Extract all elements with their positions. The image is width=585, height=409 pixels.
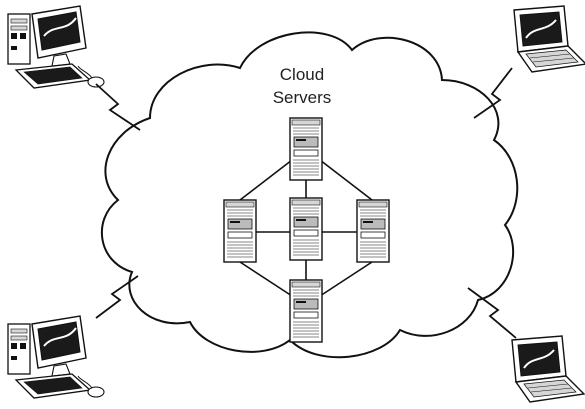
laptop-pc-top-right <box>513 5 585 73</box>
cloud-shape <box>101 31 519 359</box>
link-bottom-right <box>467 287 517 339</box>
cloud-label-line2: Servers <box>273 88 332 107</box>
link-top-right <box>473 67 513 119</box>
link-top-left <box>95 83 141 131</box>
link-bottom-left <box>95 275 139 319</box>
server-bottom <box>289 279 323 343</box>
laptop-pc-bottom-right <box>511 335 585 403</box>
server-top <box>289 117 323 181</box>
desktop-pc-top-left <box>7 5 105 89</box>
server-network-links <box>239 159 373 297</box>
desktop-pc-bottom-left <box>7 315 105 399</box>
cloud-label-line1: Cloud <box>280 65 324 84</box>
server-center <box>289 197 323 261</box>
wireless-links <box>95 67 517 339</box>
server-right <box>356 199 390 263</box>
server-left <box>223 199 257 263</box>
